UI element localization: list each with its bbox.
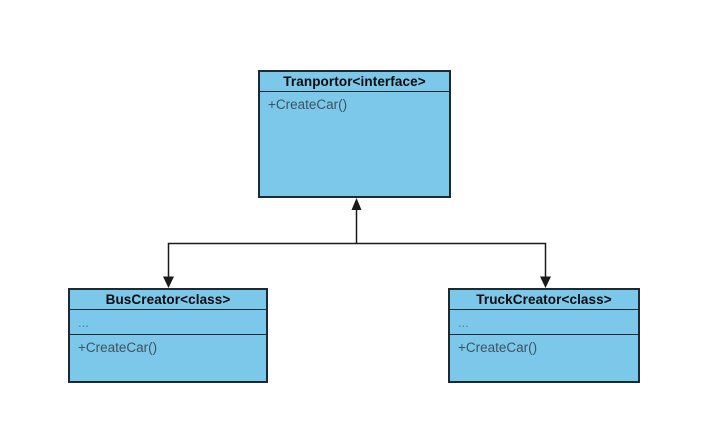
- arrowhead-down-left-icon: [163, 276, 174, 288]
- attributes-ellipsis: ...: [78, 314, 89, 330]
- attributes-ellipsis: ...: [458, 314, 469, 330]
- connector-lines[interactable]: [167, 209, 547, 278]
- uml-class-truck-creator[interactable]: TruckCreator<class> ... +CreateCar(): [448, 288, 640, 383]
- class-methods-compartment: +CreateCar(): [450, 335, 638, 381]
- class-attributes-compartment: ...: [70, 310, 266, 335]
- arrowhead-down-right-icon: [540, 276, 551, 288]
- uml-class-transporter-interface[interactable]: Tranportor<interface> +CreateCar(): [258, 70, 451, 198]
- method-createcar: +CreateCar(): [268, 97, 348, 112]
- method-createcar: +CreateCar(): [458, 340, 538, 355]
- connector-arrowheads: [163, 198, 551, 288]
- arrowhead-up-icon: [351, 198, 362, 210]
- uml-class-bus-creator[interactable]: BusCreator<class> ... +CreateCar(): [68, 288, 268, 383]
- class-title: BusCreator<class>: [70, 290, 266, 310]
- class-title: TruckCreator<class>: [450, 290, 638, 310]
- class-methods-compartment: +CreateCar(): [70, 335, 266, 381]
- class-methods-compartment: +CreateCar(): [260, 92, 449, 196]
- class-title: Tranportor<interface>: [260, 72, 449, 92]
- connector-branch-line[interactable]: [167, 242, 547, 278]
- class-attributes-compartment: ...: [450, 310, 638, 335]
- method-createcar: +CreateCar(): [78, 340, 158, 355]
